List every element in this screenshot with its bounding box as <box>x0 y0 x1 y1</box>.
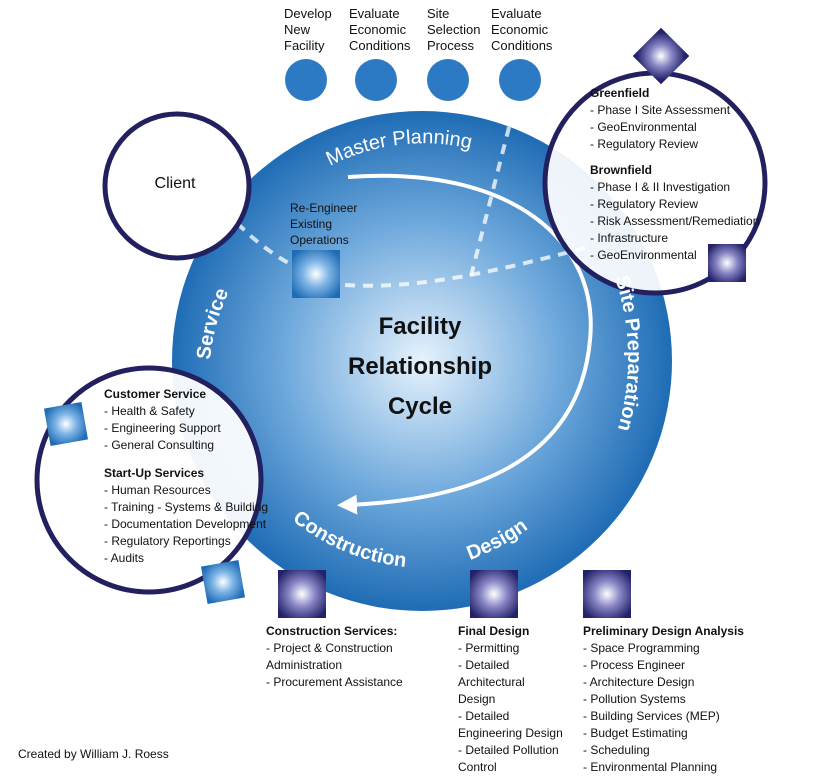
center-title-line-2: Relationship <box>348 353 492 380</box>
dashed-connector-client <box>223 208 586 288</box>
top-phase-1-line: Facility <box>284 38 325 53</box>
brownfield-item: - Phase I & II Investigation <box>590 180 731 194</box>
top-phase-3-line: Process <box>427 38 474 53</box>
preliminary-design-box: Preliminary Design Analysis - Space Prog… <box>583 623 744 776</box>
reengineer-line-2: Existing <box>290 217 332 231</box>
top-phase-2-line: Evaluate <box>349 6 400 21</box>
final-design-item: Architectural <box>458 675 525 689</box>
preliminary-design-item: - Environmental Planning <box>583 760 718 774</box>
top-phase-3: Site Selection Process <box>427 6 480 54</box>
startup-services-title: Start-Up Services <box>104 466 205 480</box>
preliminary-design-square <box>583 570 631 618</box>
preliminary-design-item: - Scheduling <box>583 743 650 757</box>
brownfield-item: - GeoEnvironmental <box>590 248 697 262</box>
preliminary-design-item: - Architecture Design <box>583 675 695 689</box>
preliminary-design-title: Preliminary Design Analysis <box>583 624 744 638</box>
construction-services-item: - Project & Construction <box>266 641 393 655</box>
service-square-top <box>43 401 89 447</box>
customer-service-title: Customer Service <box>104 387 207 401</box>
final-design-item: Control <box>458 760 497 774</box>
service-square-bottom <box>200 559 246 605</box>
top-phase-4-line: Conditions <box>491 38 553 53</box>
center-title: Facility Relationship Cycle <box>348 313 492 420</box>
final-design-item: Engineering Design <box>458 726 563 740</box>
top-phase-1-line: New <box>284 22 311 37</box>
phase-dot-1 <box>285 59 327 101</box>
final-design-item: - Permitting <box>458 641 520 655</box>
top-phase-3-line: Selection <box>427 22 481 37</box>
final-design-title: Final Design <box>458 624 530 638</box>
final-design-item: - Detailed Pollution <box>458 743 559 757</box>
greenfield-item: - GeoEnvironmental <box>590 120 697 134</box>
construction-services-box: Construction Services: - Project & Const… <box>266 623 403 691</box>
customer-service-item: - Health & Safety <box>104 404 195 418</box>
preliminary-design-item: - Building Services (MEP) <box>583 709 720 723</box>
brownfield-title: Brownfield <box>590 163 652 177</box>
phase-dot-2 <box>355 59 397 101</box>
dashed-connector-top <box>468 91 520 281</box>
top-phase-3-line: Site <box>427 6 450 21</box>
customer-service-item: - General Consulting <box>104 438 215 452</box>
final-design-item: Design <box>458 692 496 706</box>
construction-services-title: Construction Services: <box>266 624 398 638</box>
top-phase-2: Evaluate Economic Conditions <box>349 6 410 54</box>
greenfield-title: Greenfield <box>590 86 650 100</box>
startup-services-item: - Documentation Development <box>104 517 267 531</box>
final-design-item: - Detailed <box>458 709 510 723</box>
top-phase-1-line: Develop <box>284 6 332 21</box>
greenfield-item: - Regulatory Review <box>590 137 699 151</box>
phase-dot-4 <box>499 59 541 101</box>
site-prep-box: Greenfield - Phase I Site Assessment - G… <box>590 85 759 264</box>
startup-services-item: - Training - Systems & Building <box>104 500 269 514</box>
startup-services-item: - Regulatory Reportings <box>104 534 231 548</box>
reengineer-label: Re-Engineer Existing Operations <box>290 201 357 247</box>
brownfield-item: - Risk Assessment/Remediation <box>590 214 760 228</box>
top-phase-2-line: Economic <box>349 22 407 37</box>
customer-service-item: - Engineering Support <box>104 421 221 435</box>
top-phase-2-line: Conditions <box>349 38 411 53</box>
final-design-item: - Detailed <box>458 658 510 672</box>
brownfield-item: - Infrastructure <box>590 231 669 245</box>
preliminary-design-item: - Process Engineer <box>583 658 686 672</box>
top-phase-4-line: Evaluate <box>491 6 542 21</box>
brownfield-item: - Regulatory Review <box>590 197 699 211</box>
main-cycle-circle <box>172 111 672 611</box>
construction-services-item: Administration <box>266 658 343 672</box>
final-design-square <box>470 570 518 618</box>
center-title-line-1: Facility <box>379 313 462 340</box>
site-prep-square-bottom <box>708 244 746 282</box>
top-phase-4: Evaluate Economic Conditions <box>491 6 552 54</box>
construction-services-item: - Procurement Assistance <box>266 675 403 689</box>
center-title-line-3: Cycle <box>388 393 452 420</box>
final-design-box: Final Design - Permitting - Detailed Arc… <box>458 623 563 776</box>
top-phase-1: Develop New Facility <box>284 6 332 54</box>
reengineer-line-1: Re-Engineer <box>290 201 357 215</box>
top-phase-4-line: Economic <box>491 22 549 37</box>
preliminary-design-item: - Budget Estimating <box>583 726 688 740</box>
client-label: Client <box>155 175 196 192</box>
reengineer-line-3: Operations <box>290 233 349 247</box>
service-box: Customer Service - Health & Safety - Eng… <box>104 386 268 567</box>
phase-dot-3 <box>427 59 469 101</box>
greenfield-item: - Phase I Site Assessment <box>590 103 731 117</box>
cycle-arrow <box>337 173 593 515</box>
reengineer-square <box>292 250 340 298</box>
startup-services-item: - Human Resources <box>104 483 211 497</box>
client-ring <box>102 111 252 261</box>
startup-services-item: - Audits <box>104 551 145 565</box>
construction-square <box>278 570 326 618</box>
preliminary-design-item: - Space Programming <box>583 641 700 655</box>
service-ring <box>34 365 264 595</box>
preliminary-design-item: - Pollution Systems <box>583 692 686 706</box>
credit-line: Created by William J. Roess <box>18 747 169 761</box>
